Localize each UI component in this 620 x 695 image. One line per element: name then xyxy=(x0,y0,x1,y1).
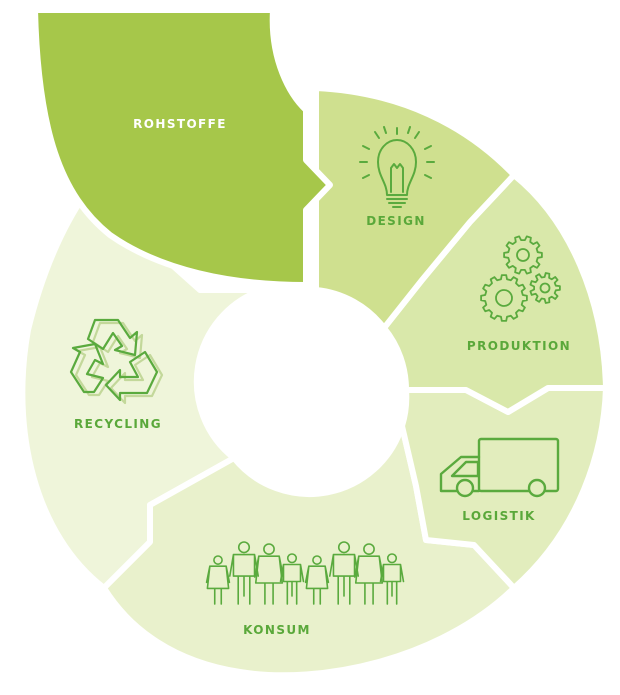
person-figure xyxy=(279,553,305,605)
label-produktion: PRODUKTION xyxy=(467,339,571,353)
people-icon xyxy=(205,541,405,605)
segment-konsum[interactable] xyxy=(101,423,517,679)
gears-icon xyxy=(480,235,561,322)
segment-produktion[interactable] xyxy=(381,172,609,415)
person-figure xyxy=(253,543,285,605)
person-figure xyxy=(353,543,385,605)
light-bulb-icon xyxy=(359,126,435,208)
label-design: DESIGN xyxy=(366,214,426,228)
recycle-icon xyxy=(69,318,164,405)
label-recycling: RECYCLING xyxy=(74,417,162,431)
segment-rohstoffe[interactable] xyxy=(32,7,333,288)
person-figure xyxy=(379,553,405,605)
label-rohstoffe: ROHSTOFFE xyxy=(133,117,227,131)
person-figure xyxy=(304,555,330,605)
person-figure xyxy=(205,555,231,605)
truck-icon xyxy=(439,437,560,498)
label-konsum: KONSUM xyxy=(243,623,311,637)
label-logistik: LOGISTIK xyxy=(462,509,536,523)
